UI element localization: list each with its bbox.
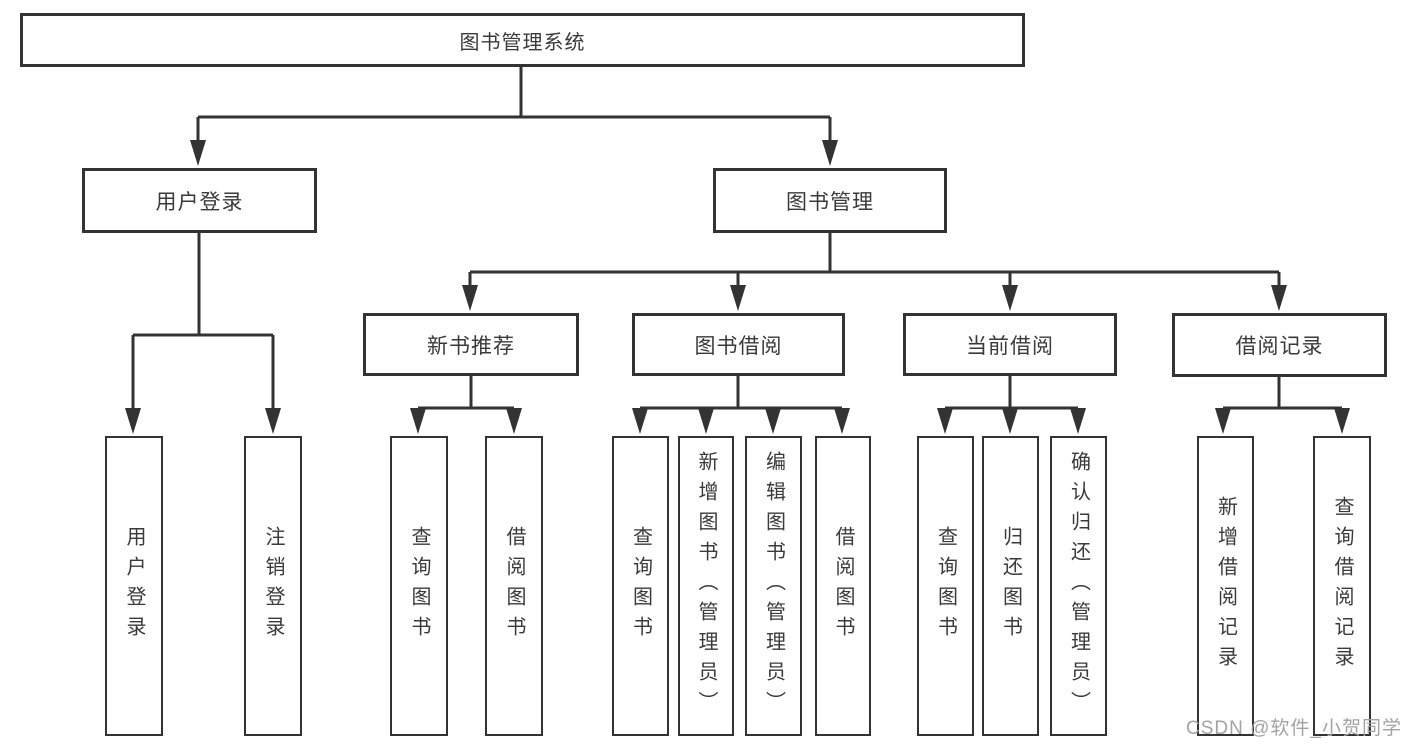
node-book-management: 图书管理 (713, 168, 947, 233)
leaf-label: 查询图书 (629, 526, 652, 646)
leaf-query-books-borrowing: 查询图书 (612, 436, 669, 736)
leaf-label: 注销登录 (262, 526, 284, 646)
node-label: 用户登录 (155, 190, 244, 214)
node-new-book-recommend: 新书推荐 (363, 313, 579, 376)
leaf-query-borrow-record: 查询借阅记录 (1313, 436, 1371, 736)
leaf-query-books-newbooks: 查询图书 (390, 436, 448, 736)
leaf-edit-books-admin: 编辑图书（管理员） (745, 436, 802, 736)
node-current-borrowing: 当前借阅 (903, 313, 1117, 376)
leaf-label: 新增借阅记录 (1214, 496, 1237, 676)
leaf-label: 借阅图书 (832, 526, 854, 646)
leaf-query-books-current: 查询图书 (917, 436, 974, 736)
leaf-borrow-books-newbooks: 借阅图书 (485, 436, 543, 736)
node-user-login: 用户登录 (82, 168, 317, 233)
leaf-logout: 注销登录 (244, 436, 302, 736)
leaf-return-books: 归还图书 (982, 436, 1039, 736)
leaf-label: 借阅图书 (503, 526, 525, 646)
leaf-label: 确认归还（管理员） (1067, 451, 1090, 721)
node-label: 图书借阅 (694, 334, 783, 358)
leaf-label: 归还图书 (999, 526, 1022, 646)
watermark: CSDN @软件_小贺同学 (1186, 718, 1402, 739)
leaf-user-login: 用户登录 (105, 436, 163, 736)
node-label: 新书推荐 (427, 334, 515, 358)
node-library-management-system: 图书管理系统 (20, 13, 1025, 67)
leaf-label: 新增图书（管理员） (695, 451, 717, 721)
leaf-label: 查询图书 (934, 526, 957, 646)
leaf-add-books-admin: 新增图书（管理员） (678, 436, 734, 736)
node-label: 当前借阅 (966, 334, 1054, 358)
leaf-borrow-books-borrowing: 借阅图书 (815, 436, 871, 736)
node-book-borrowing: 图书借阅 (632, 313, 845, 376)
leaf-label: 用户登录 (123, 526, 145, 646)
leaf-label: 查询图书 (408, 526, 430, 646)
leaf-label: 查询借阅记录 (1331, 496, 1353, 676)
leaf-add-borrow-record: 新增借阅记录 (1197, 436, 1254, 736)
node-label: 图书管理 (786, 190, 874, 214)
node-label: 图书管理系统 (459, 31, 586, 54)
node-label: 借阅记录 (1235, 335, 1324, 358)
leaf-label: 编辑图书（管理员） (762, 451, 785, 721)
leaf-confirm-return-admin: 确认归还（管理员） (1050, 436, 1107, 736)
node-borrow-records: 借阅记录 (1172, 313, 1387, 377)
